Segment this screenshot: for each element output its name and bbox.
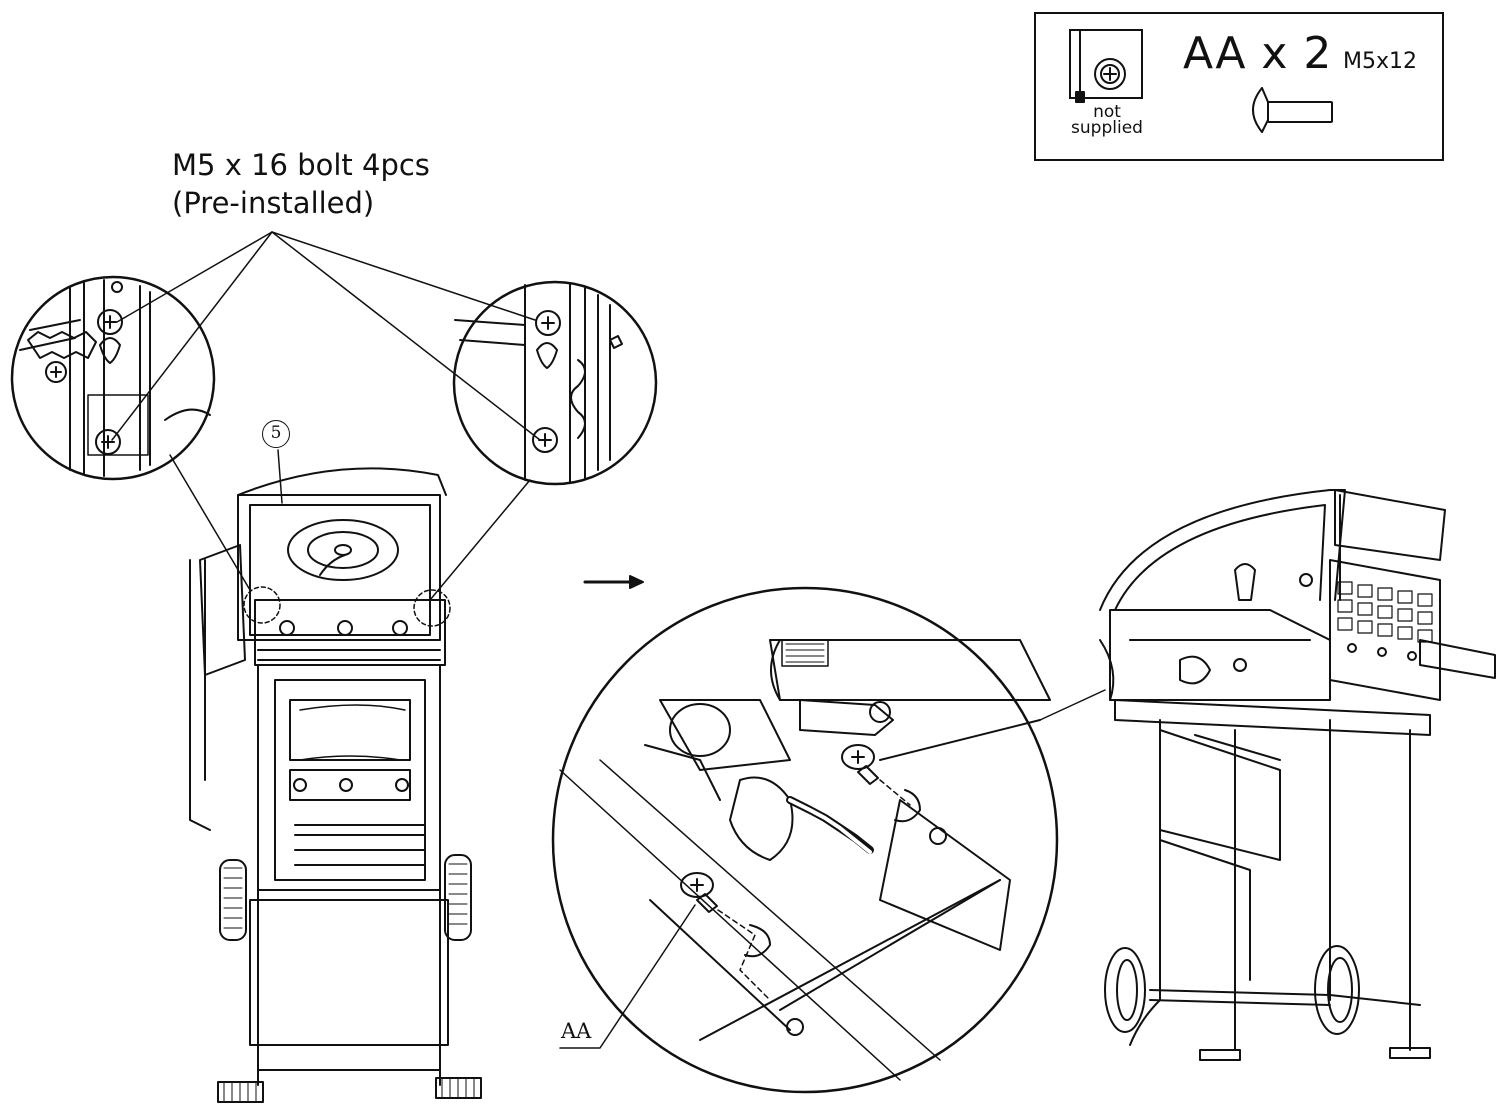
detail-circle-left <box>10 275 216 481</box>
callout-leader-lines <box>111 231 541 441</box>
tool-box <box>1069 29 1143 99</box>
detail-connector-line-center <box>1039 689 1106 721</box>
phillips-bolt-icon <box>1252 87 1333 133</box>
phillips-bolt-icon <box>841 744 879 785</box>
tool-not-supplied-note: not supplied <box>1054 102 1160 138</box>
grill-front-view <box>189 449 482 1103</box>
arrow-right-icon <box>583 575 644 589</box>
bolt-aa-label: AA <box>561 1019 592 1043</box>
callout-line-2: (Pre-installed) <box>172 186 375 220</box>
part-number-badge: 5 <box>262 420 290 448</box>
hardware-parts-box: not supplied AA x 2 M5x12 <box>1034 12 1444 161</box>
phillips-bolt-icon <box>680 872 718 913</box>
phillips-screwdriver-icon <box>1075 29 1126 103</box>
size-label: M5x12 <box>1343 49 1417 74</box>
tool-note-line-2: supplied <box>1071 118 1143 138</box>
detail-connector-lines <box>169 454 531 601</box>
grill-side-view <box>1099 489 1496 1061</box>
bolt-callout: M5 x 16 bolt 4pcs (Pre-installed) <box>172 146 430 222</box>
detail-circle-right <box>452 280 658 486</box>
detail-circle-center <box>551 586 1059 1094</box>
quantity-label: AA x 2 <box>1183 28 1333 79</box>
tool-note-line-1: not <box>1093 102 1121 122</box>
aa-leader-line <box>559 904 696 1049</box>
callout-line-1: M5 x 16 bolt 4pcs <box>172 148 430 182</box>
